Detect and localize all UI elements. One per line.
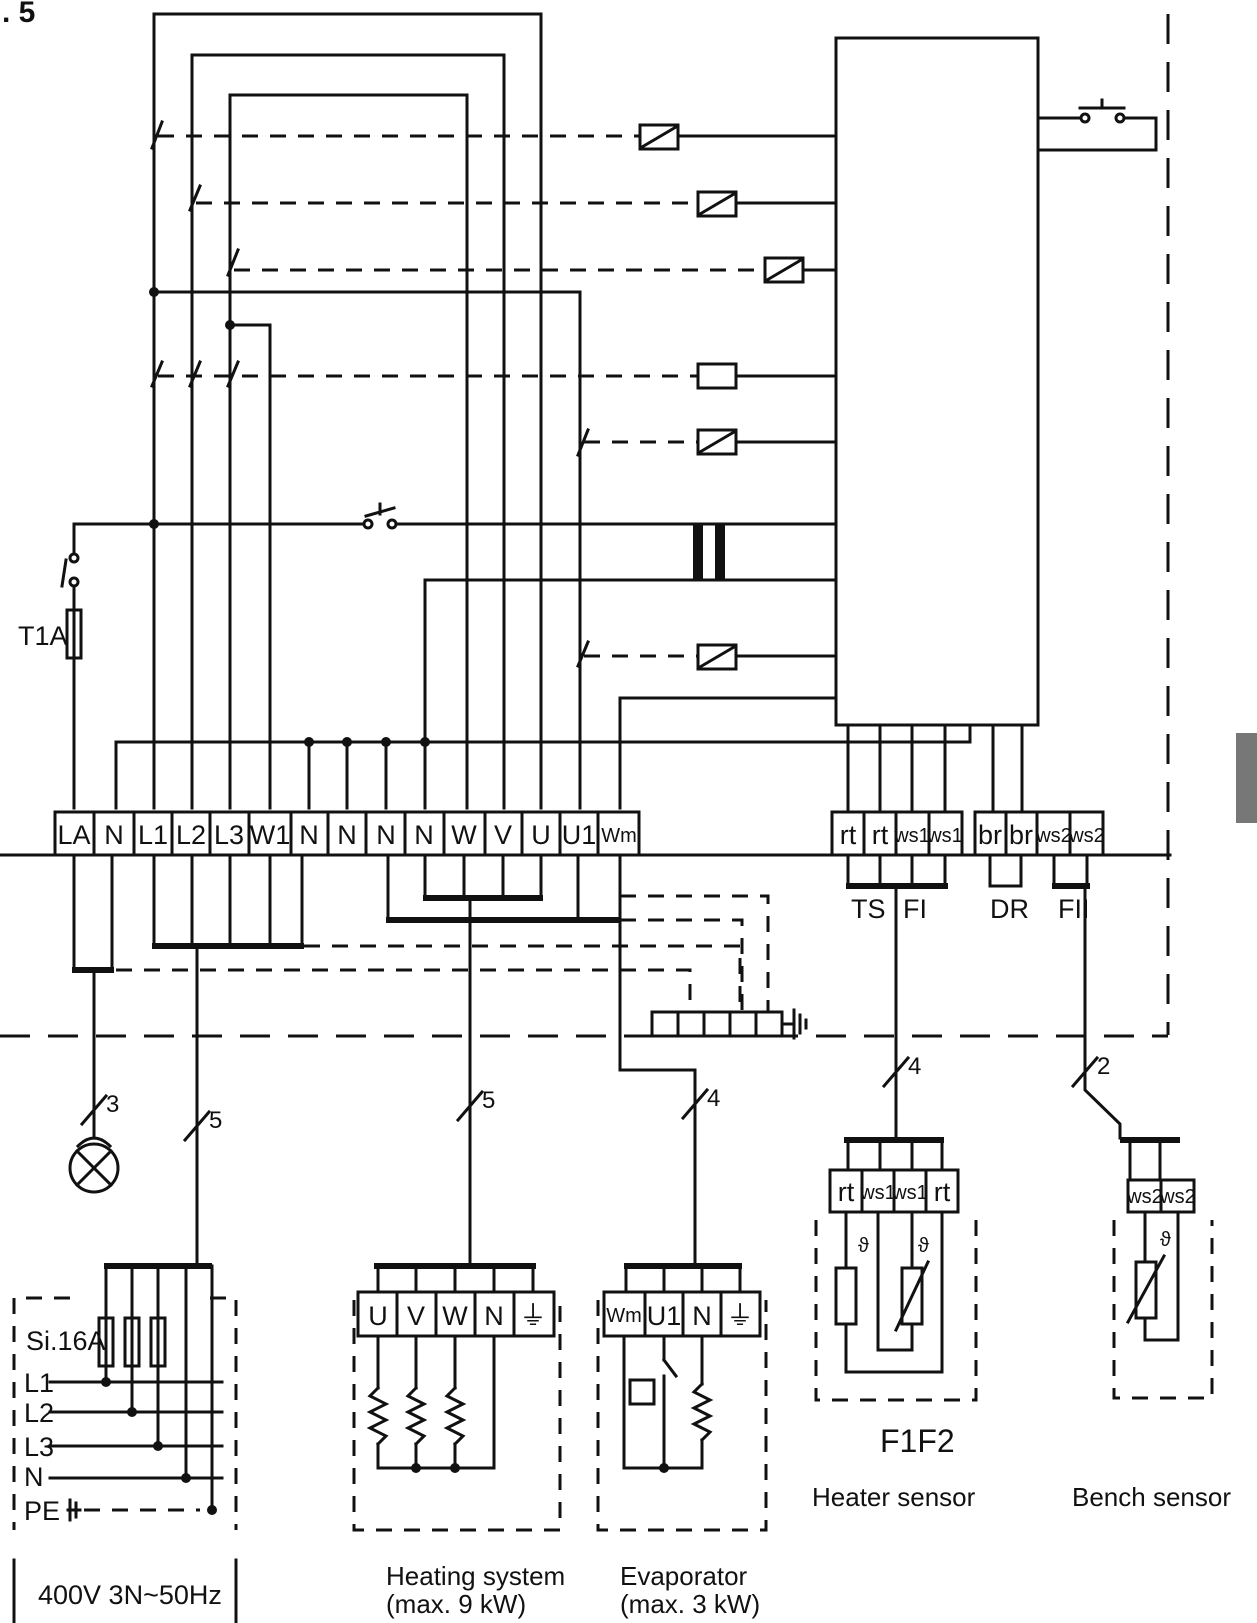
- heating-terminal-pe: ⏚: [520, 1301, 547, 1331]
- svg-text:ϑ: ϑ: [858, 1235, 869, 1257]
- evaporator-resistor: [622, 1334, 714, 1473]
- evaporator-terminal-pe: ⏚: [727, 1301, 754, 1331]
- evaporator-terminal-wm: Wm: [606, 1305, 642, 1327]
- edge-tab: [1236, 733, 1257, 823]
- wire-count-evaporator: 4: [707, 1085, 720, 1112]
- pe-ground-icon: [66, 1498, 82, 1522]
- evaporator-terminal-strip: Wm U1 N ⏚: [602, 1290, 762, 1338]
- caption-evaporator-1: Evaporator: [620, 1561, 748, 1591]
- relay-coil-1: [638, 123, 838, 151]
- terminal-l3: L3: [214, 820, 244, 850]
- terminal-l2: L2: [176, 820, 206, 850]
- contactor-k2-contacts: [188, 184, 202, 212]
- terminal-rt-2: rt: [872, 820, 889, 850]
- sensor-terminal-strip: rt rt ws1 ws1 br br ws2 ws2: [830, 810, 1105, 857]
- main-terminal-strip: LA N L1 L2 L3 W1 N N N N W V U U1 Wm: [53, 810, 641, 857]
- terminal-n-4: N: [376, 820, 396, 850]
- transformer: [693, 524, 725, 580]
- svg-text:ϑ: ϑ: [918, 1235, 929, 1257]
- group-label-fi: FI: [903, 894, 927, 924]
- terminal-u: U: [531, 820, 551, 850]
- caption-bench-sensor: Bench sensor: [1072, 1482, 1231, 1512]
- terminal-l1: L1: [138, 820, 168, 850]
- relay-coil-u1: [696, 428, 838, 456]
- control-unit-box: [834, 36, 1040, 727]
- caption-evaporator-2: (max. 3 kW): [620, 1589, 760, 1619]
- supply-line-l1: L1: [24, 1368, 54, 1398]
- heating-terminal-v: V: [407, 1301, 425, 1331]
- figure-number: . 5: [2, 0, 35, 29]
- heater-sensor-terminal-strip: rt ws1 ws1 rt: [828, 1168, 960, 1214]
- bench-sensor-terminal-ws2-2: ws2: [1159, 1186, 1196, 1208]
- wire-count-heating: 5: [482, 1087, 495, 1114]
- terminal-ws2-1: ws2: [1035, 825, 1072, 847]
- heater-sensor-code: F1F2: [880, 1423, 955, 1459]
- la-switch: [60, 538, 80, 588]
- supply-fuse-label: Si.16A: [26, 1326, 106, 1356]
- caption-heating-1: Heating system: [386, 1561, 565, 1591]
- relay-coil-4: [696, 643, 838, 671]
- caption-heater-sensor: Heater sensor: [812, 1482, 976, 1512]
- fuse-label: T1A: [18, 621, 68, 651]
- heater-resistors: [366, 1334, 496, 1473]
- terminal-n-1: N: [104, 820, 124, 850]
- thermostat-switch-icon: [622, 1334, 679, 1470]
- heater-sensor-terminal-rt-1: rt: [838, 1177, 855, 1207]
- terminal-n-3: N: [337, 820, 357, 850]
- heating-terminal-w: W: [442, 1301, 468, 1331]
- contactor-k3-contacts: [226, 248, 240, 277]
- supply-line-n: N: [24, 1462, 44, 1492]
- relay-coil-3: [763, 256, 838, 284]
- fuse-t1a: [65, 608, 83, 660]
- lamp-icon: [68, 1136, 120, 1194]
- evaporator-terminal-u1: U1: [647, 1301, 682, 1331]
- wire-count-supply: 5: [209, 1107, 222, 1134]
- terminal-w: W: [451, 820, 477, 850]
- terminal-ws1-2: ws1: [926, 825, 963, 847]
- control-switch: [362, 502, 398, 530]
- contactor-k1-contacts: [150, 118, 164, 150]
- relay-coil-2: [696, 190, 838, 218]
- wire-count-lamp: 3: [106, 1091, 119, 1118]
- heater-sensor-terminal-ws1-1: ws1: [859, 1182, 896, 1204]
- heating-terminal-strip: U V W N ⏚: [356, 1290, 556, 1338]
- supply-rating: 400V 3N~50Hz: [38, 1580, 222, 1610]
- terminal-w1: W1: [250, 820, 291, 850]
- caption-heating-2: (max. 9 kW): [386, 1589, 526, 1619]
- supply-fuses: [97, 1316, 167, 1368]
- terminal-br-1: br: [978, 820, 1002, 850]
- terminal-n-5: N: [414, 820, 434, 850]
- terminal-br-2: br: [1009, 820, 1033, 850]
- supply-line-l3: L3: [24, 1432, 54, 1462]
- terminal-n-2: N: [299, 820, 319, 850]
- svg-text:ϑ: ϑ: [1160, 1229, 1171, 1251]
- bench-sensor-terminal-ws2-1: ws2: [1126, 1186, 1163, 1208]
- supply-line-l2: L2: [24, 1398, 54, 1428]
- bench-sensor-terminal-strip: ws2 ws2: [1126, 1178, 1196, 1214]
- terminal-la: LA: [57, 820, 90, 850]
- evaporator-terminal-n: N: [692, 1301, 712, 1331]
- heater-sensor-elements: ϑ ϑ: [834, 1210, 944, 1374]
- door-contact-switch: [1036, 98, 1158, 152]
- group-label-dr: DR: [990, 894, 1029, 924]
- terminal-wm: Wm: [601, 825, 637, 847]
- heating-terminal-n: N: [484, 1301, 504, 1331]
- pe-terminal-bar: [650, 1008, 808, 1040]
- terminal-v: V: [494, 820, 512, 850]
- contactor-coil-main: [696, 362, 838, 390]
- terminal-ws1-1: ws1: [893, 825, 930, 847]
- wire-count-bench-sensor: 2: [1097, 1053, 1110, 1080]
- terminal-rt-1: rt: [840, 820, 857, 850]
- terminal-ws2-2: ws2: [1068, 825, 1105, 847]
- heater-sensor-terminal-ws1-2: ws1: [891, 1182, 928, 1204]
- bench-sensor-element: ϑ: [1125, 1210, 1180, 1342]
- group-label-ts: TS: [851, 894, 886, 924]
- supply-line-pe: PE: [24, 1496, 60, 1526]
- terminal-u1: U1: [562, 820, 597, 850]
- heater-sensor-terminal-rt-2: rt: [934, 1177, 951, 1207]
- heating-terminal-u: U: [368, 1301, 388, 1331]
- wire-count-heater-sensor: 4: [908, 1053, 921, 1080]
